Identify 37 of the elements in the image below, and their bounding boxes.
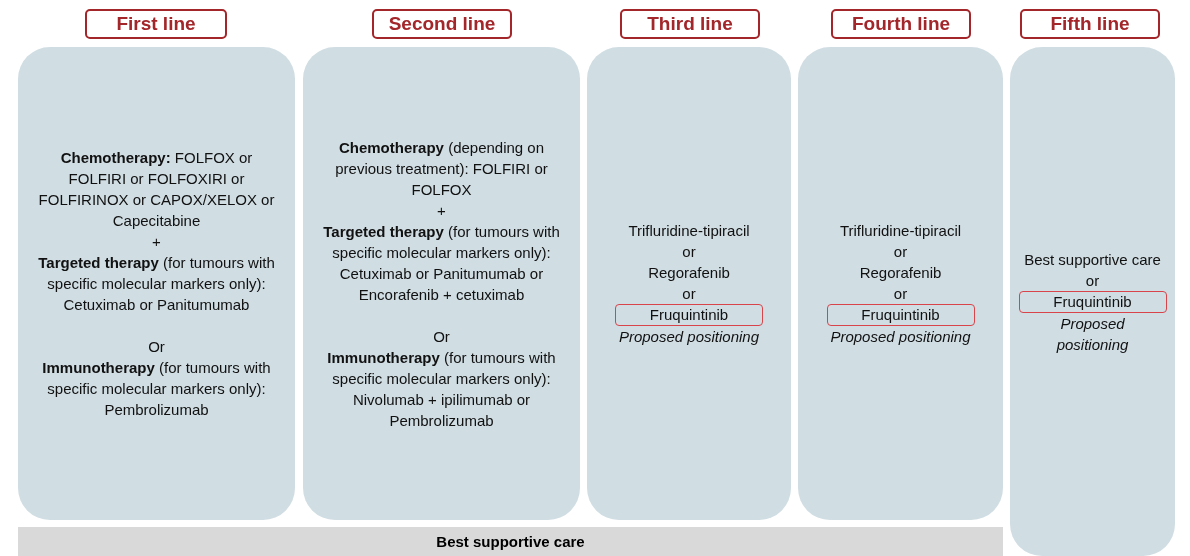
treatment-panel	[1010, 47, 1175, 556]
treatment-text: Best supportive care	[1024, 249, 1161, 270]
column-header: Fifth line	[1020, 9, 1160, 39]
treatment-text: Or	[148, 337, 165, 357]
treatment-text: Chemotherapy: FOLFOX or FOLFIRI or FOLFOXIRI or FOLFIRINOX or CAPOX/XELOX or Capecitabine	[37, 148, 276, 231]
treatment-text: Regorafenib	[648, 263, 730, 283]
treatment-text: Immunotherapy (for tumours with specific molecular markers only): Pembrolizumab	[41, 358, 272, 420]
column-header: Fourth line	[831, 9, 971, 39]
treatment-text: Trifluridine-tipiracil	[839, 221, 962, 241]
treatment-text: or	[682, 242, 696, 262]
treatment-text: Targeted therapy (for tumours with specific molecular markers only): Cetuximab or Panitumumab	[37, 253, 276, 315]
drug-box: Fruquintinib	[826, 304, 975, 326]
treatment-text: Targeted therapy (for tumours with specific molecular markers only): Cetuximab or Panitumumab or Encorafenib + cetuximab	[322, 221, 561, 305]
treatment-text: or	[893, 242, 908, 262]
treatment-text: or	[1085, 270, 1100, 291]
treatment-panel	[587, 47, 791, 520]
note-text: Proposed positioning	[1055, 313, 1130, 355]
drug-box: Fruquintinib	[615, 304, 763, 326]
column-header: Second line	[372, 9, 512, 39]
note-text: Proposed positioning	[618, 327, 760, 347]
treatment-panel	[303, 47, 580, 520]
treatment-text: Chemotherapy (depending on previous treatment): FOLFIRI or FOLFOX	[334, 137, 549, 200]
treatment-text: Or	[433, 326, 450, 347]
treatment-text: Immunotherapy (for tumours with specific molecular markers only): Nivolumab + ipilimumab or Pembrolizumab	[326, 347, 557, 431]
treatment-text: Trifluridine-tipiracil	[628, 221, 750, 241]
treatment-panel	[18, 47, 295, 520]
treatment-text: +	[437, 200, 446, 221]
treatment-text: or	[682, 284, 696, 304]
column-header: Third line	[620, 9, 760, 39]
treatment-text: Regorafenib	[859, 263, 942, 283]
treatment-text: or	[893, 284, 908, 304]
drug-box: Fruquintinib	[1018, 290, 1167, 313]
treatment-panel	[798, 47, 1003, 520]
care-bar: Best supportive care	[18, 527, 1003, 556]
treatment-text: +	[152, 232, 161, 252]
note-text: Proposed positioning	[830, 327, 971, 347]
column-header: First line	[85, 9, 227, 39]
